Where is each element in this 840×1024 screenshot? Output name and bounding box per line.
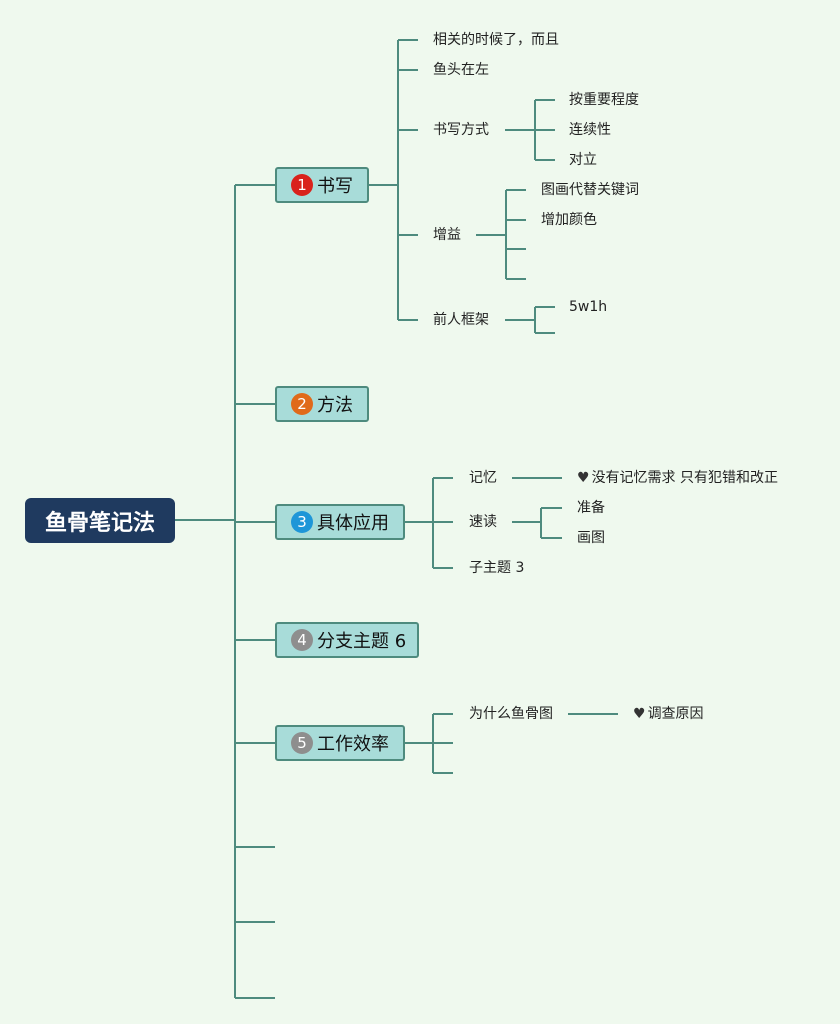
subtopic-label: 调查原因 [647, 706, 704, 722]
subtopic[interactable]: 5w1h [569, 299, 608, 315]
topic-node-5[interactable]: 5 工作效率 [275, 725, 405, 761]
number-badge-icon: 1 [291, 174, 313, 196]
topic-label: 分支主题 6 [317, 631, 407, 652]
topic-label: 书写 [317, 176, 353, 197]
topic-node-3[interactable]: 3 具体应用 [275, 504, 405, 540]
topic-label: 工作效率 [317, 734, 389, 755]
number-badge-icon: 2 [291, 393, 313, 415]
subtopic[interactable]: 记忆 [469, 470, 497, 486]
subtopic[interactable]: ♥没有记忆需求 只有犯错和改正 [577, 469, 778, 487]
number-badge-icon: 5 [291, 732, 313, 754]
subtopic[interactable]: 增加颜色 [541, 212, 597, 228]
subtopic[interactable]: 速读 [469, 514, 497, 530]
root-topic[interactable]: 鱼骨笔记法 [25, 498, 175, 543]
subtopic[interactable]: 增益 [433, 227, 461, 243]
topic-label: 方法 [317, 395, 353, 416]
topic-node-4[interactable]: 4 分支主题 6 [275, 622, 419, 658]
subtopic[interactable]: 书写方式 [433, 122, 489, 138]
subtopic[interactable]: 连续性 [569, 122, 611, 138]
subtopic[interactable]: 画图 [577, 530, 605, 546]
number-badge-icon: 3 [291, 511, 313, 533]
subtopic[interactable]: 鱼头在左 [433, 62, 489, 78]
subtopic[interactable]: ♥调查原因 [633, 705, 704, 723]
subtopic[interactable]: 子主题 3 [469, 560, 525, 576]
topic-label: 具体应用 [317, 513, 389, 534]
heart-icon: ♥ [633, 706, 646, 722]
subtopic[interactable]: 为什么鱼骨图 [469, 706, 553, 722]
subtopic[interactable]: 前人框架 [433, 312, 489, 328]
subtopic[interactable]: 对立 [569, 152, 597, 168]
topic-node-1[interactable]: 1 书写 [275, 167, 369, 203]
subtopic[interactable]: 图画代替关键词 [541, 182, 639, 198]
subtopic-label: 没有记忆需求 只有犯错和改正 [591, 470, 779, 486]
subtopic[interactable]: 按重要程度 [569, 92, 639, 108]
topic-node-2[interactable]: 2 方法 [275, 386, 369, 422]
number-badge-icon: 4 [291, 629, 313, 651]
subtopic[interactable]: 准备 [577, 500, 605, 516]
heart-icon: ♥ [577, 470, 590, 486]
subtopic[interactable]: 相关的时候了，而且 [433, 32, 559, 48]
